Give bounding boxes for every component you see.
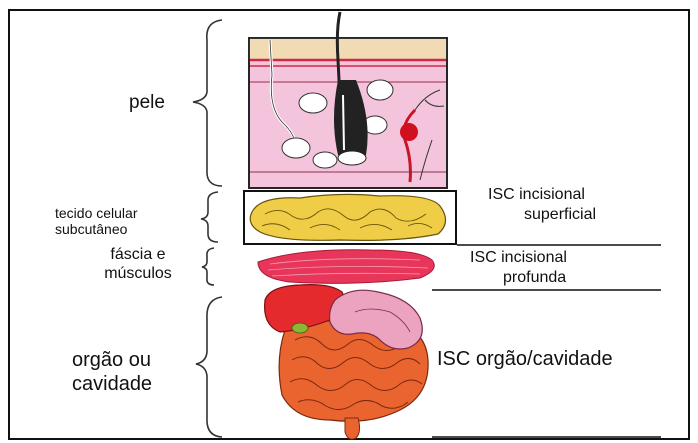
- organs: [265, 285, 429, 440]
- brace-fascia: [202, 248, 214, 285]
- braces: [193, 20, 222, 437]
- brace-subcutaneo: [201, 192, 218, 242]
- brace-orgao: [196, 297, 222, 437]
- divider-lines: [432, 245, 661, 437]
- skin-block: [249, 12, 447, 188]
- fat-layer: [250, 194, 445, 240]
- muscle-layer: [258, 250, 434, 284]
- brace-pele: [193, 20, 222, 186]
